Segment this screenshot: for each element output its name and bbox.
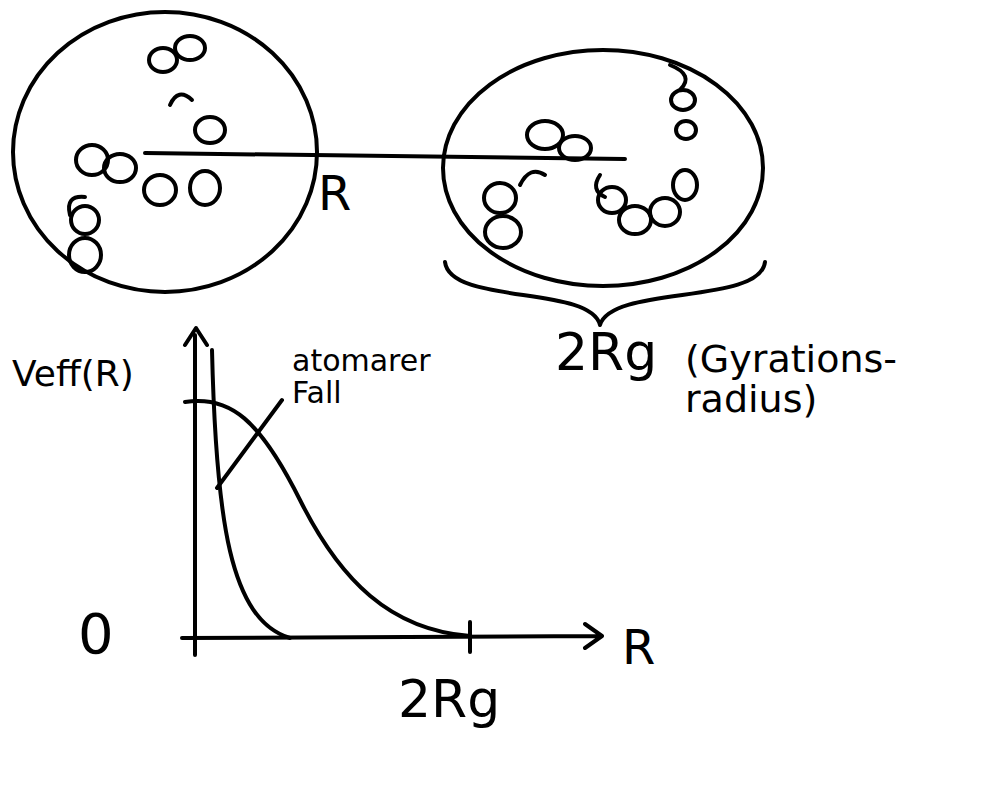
note-label: (Gyrations- radius) xyxy=(685,340,915,420)
leader-line xyxy=(217,400,282,488)
distance-line xyxy=(145,153,625,159)
x-axis xyxy=(182,624,602,648)
atomic-curve xyxy=(212,350,290,638)
origin-label: 0 xyxy=(78,605,114,664)
distance-label: R xyxy=(318,168,351,218)
callout-label: atomarer Fall xyxy=(292,345,452,408)
axis-label: Veff(R) xyxy=(12,355,134,393)
chain-segments xyxy=(69,36,697,272)
axis-label: R xyxy=(622,622,655,672)
y-axis xyxy=(185,328,207,655)
dimension-label: 2Rg xyxy=(555,325,657,380)
brace xyxy=(445,262,765,325)
coil-outline xyxy=(443,50,763,286)
tick-label: 2Rg xyxy=(398,672,500,727)
polymer-curve xyxy=(185,401,470,636)
